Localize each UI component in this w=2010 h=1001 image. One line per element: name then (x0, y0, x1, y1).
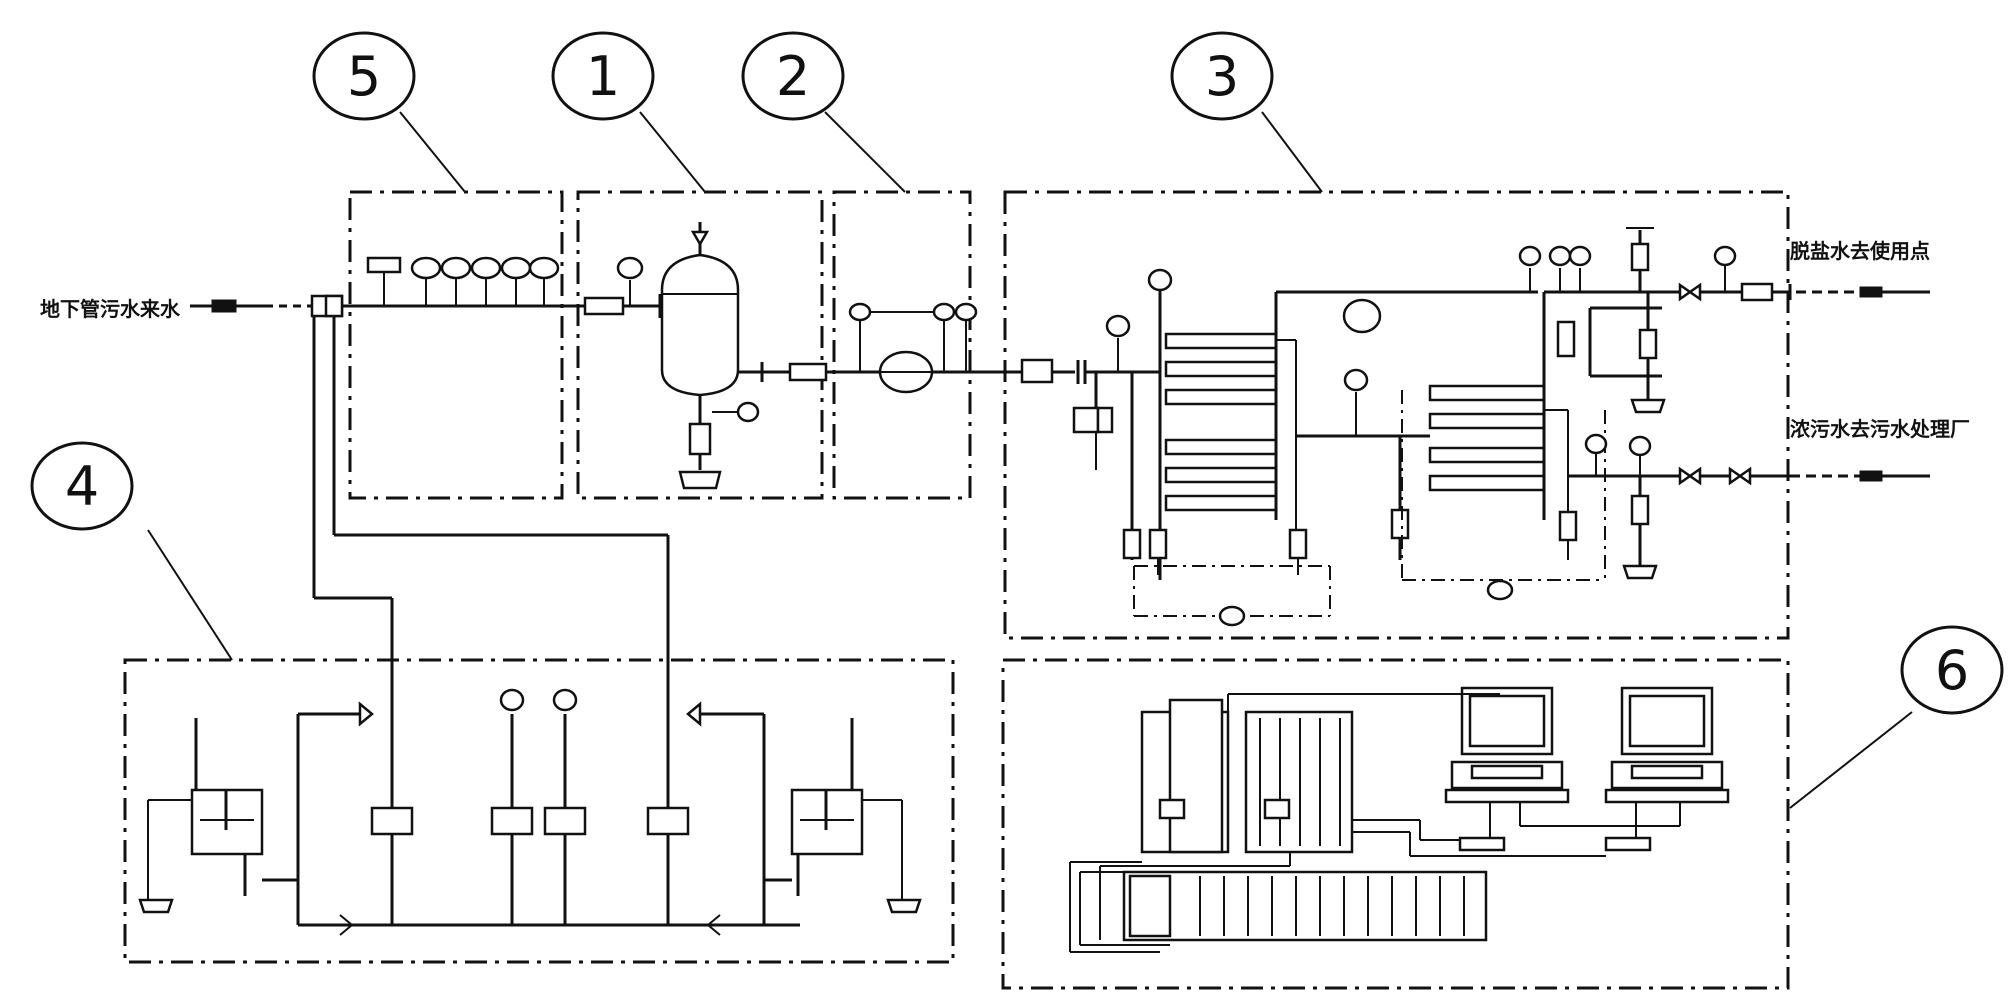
outlet-waste-label: 浓污水去污水处理厂 (1790, 417, 1970, 441)
callout-5-label: 5 (347, 45, 381, 108)
box3-membrane-system (1020, 227, 1930, 627)
system-box-5 (348, 190, 564, 500)
callout-6-label: 6 (1935, 639, 1969, 702)
callout-1: 1 (551, 31, 655, 121)
flowmeter-icon (583, 296, 625, 316)
system-box-2 (832, 190, 972, 500)
callout-1-label: 1 (586, 45, 620, 108)
inlet-label: 地下管污水来水 (40, 297, 181, 321)
system-box-3 (1003, 190, 1790, 640)
callout-leaders (147, 111, 1913, 809)
callout-2: 2 (741, 31, 845, 121)
outlet-reuse-label: 脱盐水去使用点 (1790, 239, 1930, 263)
callout-5: 5 (312, 31, 416, 121)
box2-equipment (848, 302, 1022, 394)
callout-6: 6 (1900, 625, 2004, 715)
box6-control-system (1069, 686, 1730, 953)
callout-2-label: 2 (776, 45, 810, 108)
callout-3: 3 (1170, 31, 1274, 121)
system-box-1 (576, 190, 824, 500)
box4-cleaning-system (138, 688, 922, 936)
system-box-4 (123, 658, 955, 964)
io-rack (1122, 870, 1488, 942)
cleaning-return-lines (312, 316, 670, 760)
callout-3-label: 3 (1205, 45, 1239, 108)
callout-4: 4 (30, 441, 134, 531)
system-box-6 (1001, 658, 1790, 990)
pressure-vessel (616, 222, 880, 490)
inlet-sensors (366, 256, 560, 306)
callout-4-label: 4 (65, 455, 99, 518)
